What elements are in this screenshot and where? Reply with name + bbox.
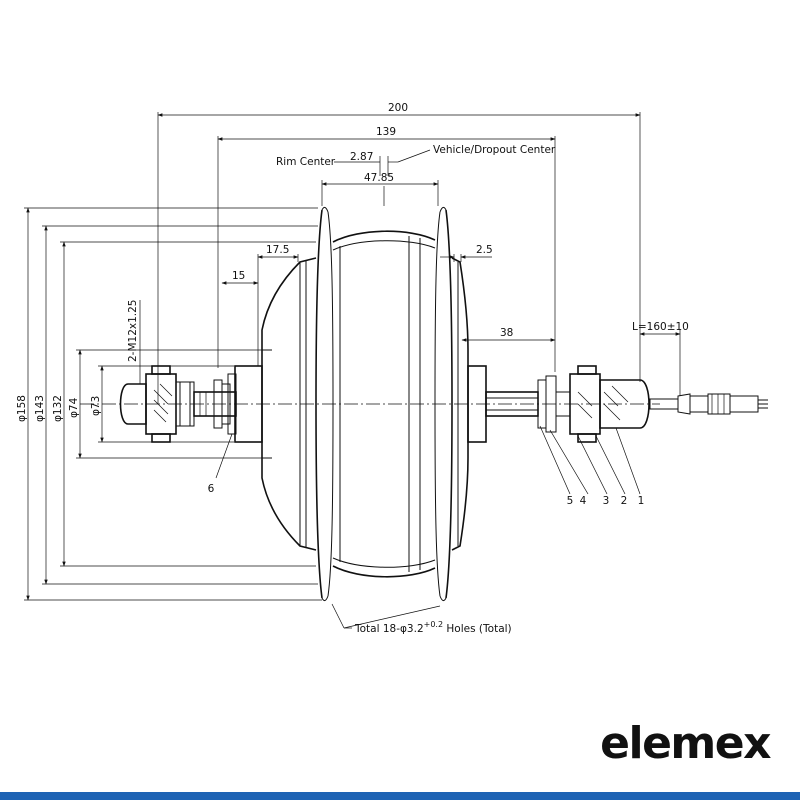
hub-body <box>234 206 487 602</box>
holes-main: Total 18-φ3.2 <box>354 623 424 635</box>
label-dropout-center: Vehicle/Dropout Center <box>433 144 556 156</box>
dim-diameter-158: φ158 <box>16 395 28 422</box>
dim-left-axle: 15 <box>232 270 245 282</box>
dim-diameter-143: φ143 <box>34 395 46 422</box>
part-label-6: 6 <box>208 483 215 495</box>
holes-tolerance: +0.2 <box>424 620 443 629</box>
elemex-logo: elemex <box>600 718 771 769</box>
top-dimensions <box>157 112 681 404</box>
dim-overall-width: 200 <box>388 102 408 114</box>
dim-diameter-73: φ73 <box>90 396 102 416</box>
brand-color-band <box>0 792 800 800</box>
part-label-3: 3 <box>603 495 610 507</box>
part-label-2: 2 <box>621 495 628 507</box>
diameter-dimensions <box>24 207 322 601</box>
dim-diameter-132: φ132 <box>52 395 64 422</box>
dim-right-axle: 38 <box>500 327 513 339</box>
part-leaders <box>215 425 641 629</box>
holes-suffix: Holes (Total) <box>443 623 512 635</box>
dim-right-step: 2.5 <box>476 244 493 256</box>
part-label-5: 5 <box>567 495 574 507</box>
label-rim-center: Rim Center <box>276 156 336 168</box>
centerlines <box>80 186 660 405</box>
dim-flange-span: 139 <box>376 126 396 138</box>
dim-diameter-74: φ74 <box>68 397 80 418</box>
note-spoke-holes: Total 18-φ3.2+0.2 Holes (Total) <box>354 620 512 635</box>
dim-left-step: 17.5 <box>266 244 289 256</box>
dim-flange-spacing: 47.85 <box>364 172 394 184</box>
part-label-1: 1 <box>638 495 645 507</box>
dim-cable-length: L=160±10 <box>632 321 689 333</box>
dim-rim-offset: 2.87 <box>350 151 373 163</box>
part-label-4: 4 <box>580 495 587 507</box>
dim-thread: 2-M12x1.25 <box>127 300 139 362</box>
